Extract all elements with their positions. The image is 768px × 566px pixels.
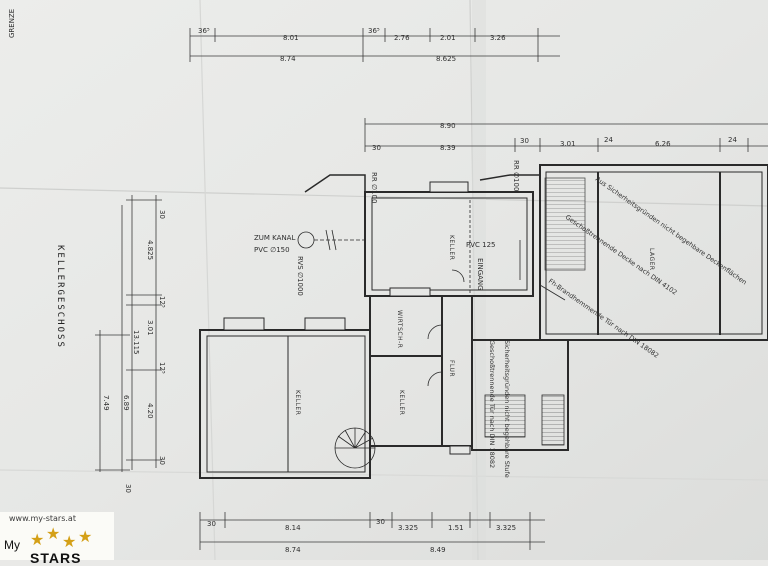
note-stufe: Sicherheitsgründen nicht begehbare Stufe <box>503 340 511 478</box>
dim-top-i: 8.90 <box>440 122 456 130</box>
dim-top-f: 3.26 <box>490 34 506 42</box>
label-pvc125: PVC 125 <box>466 241 495 249</box>
dim-left-g: 6.89 <box>122 395 130 411</box>
dim-top-a: 36⁵ <box>198 27 210 35</box>
spiral-stair <box>334 427 376 469</box>
note-tuer-geschoss: Geschoßtrennende Tür nach DIN 18082 <box>488 340 496 468</box>
fold-shadow <box>472 0 486 560</box>
dim-bottom-e: 1.51 <box>448 524 464 532</box>
dim-top-p: 24 <box>728 136 737 144</box>
star-icon: ★ <box>78 527 93 546</box>
dim-left-b: 4.825 <box>146 240 154 260</box>
dim-top-n: 24 <box>604 136 613 144</box>
top-dimension-lines <box>189 28 768 152</box>
corner-chamfer-right <box>479 174 540 181</box>
plan-side-title: KELLERGESCHOSS <box>55 245 65 349</box>
label-pvc150: PVC ∅150 <box>254 246 290 254</box>
label-rr-right: RR ∅100 <box>512 160 520 191</box>
room-keller-top: KELLER <box>448 235 455 260</box>
dim-bottom-d: 3.325 <box>398 524 418 532</box>
dim-top-e: 2.01 <box>440 34 456 42</box>
dim-left-d: 3.01 <box>146 320 154 336</box>
windows <box>223 181 471 455</box>
dim-top-o: 6.26 <box>655 140 671 148</box>
star-icon: ★ <box>30 530 45 549</box>
room-keller-left: KELLER <box>294 390 301 415</box>
label-eingang: EINGANG <box>476 258 484 291</box>
stair-flight <box>484 394 526 438</box>
watermark-logo: www.my-stars.at ★ ★ ★ ★ My STARS <box>0 512 114 566</box>
dim-top-k: 8.39 <box>440 144 456 152</box>
left-dimension-lines <box>95 195 162 472</box>
dim-top-l: 30 <box>520 137 529 145</box>
label-rvs: RVS ∅1000 <box>296 256 304 296</box>
dim-left-i: 4.20 <box>146 403 154 419</box>
dim-left-c: 12⁵ <box>158 296 166 308</box>
room-wirtschaftsraum: WIRTSCH-R <box>396 310 403 348</box>
star-icon: ★ <box>62 532 77 551</box>
dim-left-e: 12⁵ <box>158 362 166 374</box>
dim-left-f: 13.115 <box>132 330 140 355</box>
room-lager: LAGER <box>648 248 655 271</box>
dim-top-g: 8.74 <box>280 55 296 63</box>
stair-top <box>544 177 586 271</box>
bottom-dimension-lines <box>199 512 545 550</box>
dim-left-j: 30 <box>158 456 166 465</box>
label-zum-kanal: ZUM KANAL <box>254 234 295 242</box>
dim-bottom-h: 8.49 <box>430 546 446 554</box>
pipes <box>297 200 471 296</box>
dim-left-h: 7.49 <box>102 395 110 411</box>
dim-top-b: 8.01 <box>283 34 299 42</box>
watermark-brand-stars: STARS <box>30 550 82 566</box>
stair-flight-right <box>541 394 565 446</box>
dim-top-c: 36⁵ <box>368 27 380 35</box>
dim-bottom-b: 8.14 <box>285 524 301 532</box>
grenze-label: GRENZE <box>8 9 16 38</box>
label-rr-left: RR ∅100 <box>370 172 378 203</box>
dim-top-h: 8.625 <box>436 55 456 63</box>
dim-bottom-a: 30 <box>207 520 216 528</box>
star-icon: ★ <box>46 524 61 543</box>
dim-top-d: 2.76 <box>394 34 410 42</box>
room-flur: FLUR <box>448 360 455 377</box>
dim-bottom-f: 3.325 <box>496 524 516 532</box>
doors <box>427 240 566 387</box>
dim-left-k: 30 <box>124 484 132 493</box>
corner-chamfer <box>304 174 366 193</box>
watermark-url: www.my-stars.at <box>9 514 76 523</box>
dim-top-m: 3.01 <box>560 140 576 148</box>
watermark-brand-my: My <box>4 538 20 552</box>
dim-bottom-g: 8.74 <box>285 546 301 554</box>
dim-bottom-c: 30 <box>376 518 385 526</box>
room-keller-mid: KELLER <box>398 390 405 415</box>
walls <box>199 164 768 479</box>
dim-left-a: 30 <box>158 210 166 219</box>
dim-top-j: 30 <box>372 144 381 152</box>
